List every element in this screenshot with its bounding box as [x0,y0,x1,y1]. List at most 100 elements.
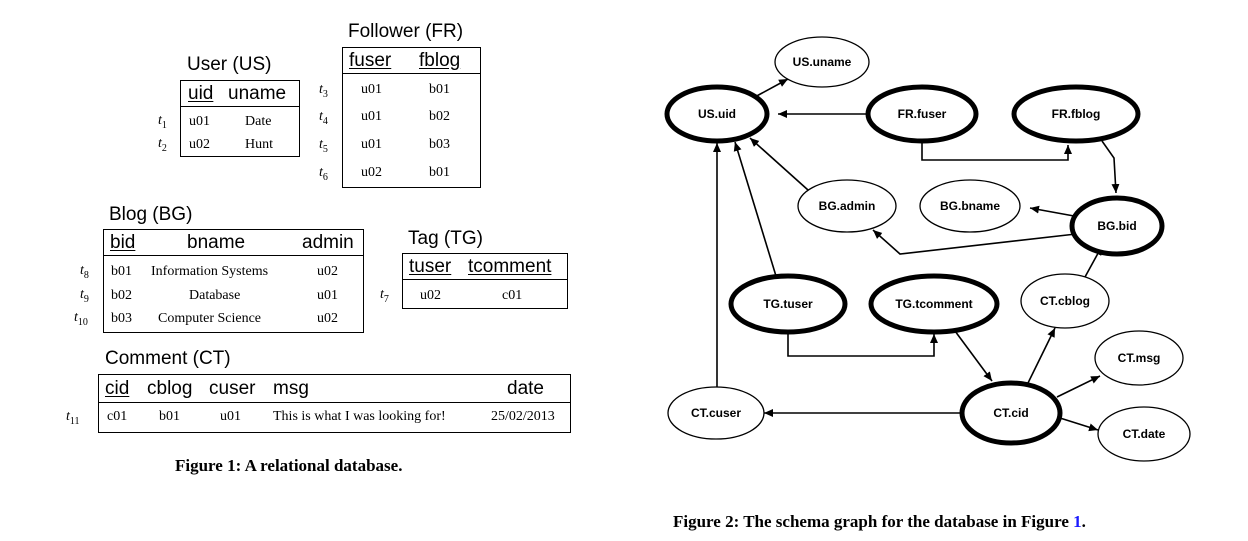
node-fr-fblog: FR.fblog [1011,84,1141,144]
tag-table: tuser tcomment u02 c01 [402,253,568,309]
table-cell: u01 [361,137,382,152]
node-ct-cuser: CT.cuser [667,386,765,440]
node-fr-fuser: FR.fuser [865,84,979,144]
table-header [343,48,480,74]
node-label: BG.admin [819,199,876,213]
node-label: FR.fuser [898,107,947,121]
node-label: BG.bname [940,199,1000,213]
tuple-id: t2 [158,136,167,154]
table-cell: u02 [420,288,441,303]
column-header: tuser [409,256,452,277]
node-label: TG.tuser [763,297,813,311]
column-header: fblog [419,50,461,71]
tuple-id: t9 [80,287,89,305]
schema-graph: US.uname US.uid FR.fuser FR.fblog BG.adm… [664,36,1191,462]
table-cell: u02 [317,311,338,326]
table-cell: u02 [317,264,338,279]
table-cell: b02 [111,288,132,303]
table-cell: b03 [429,137,450,152]
edge-bgbid-bgadmin [872,229,1077,255]
tuple-id: t4 [319,109,328,127]
tuple-id: t7 [380,287,389,305]
node-bg-bname: BG.bname [919,179,1021,233]
edge-ctcid-ctdate [1059,417,1099,432]
table-cell: c01 [107,409,128,424]
table-header [403,254,567,280]
table-cell: u02 [361,165,382,180]
table-header [104,230,363,256]
node-label: CT.cid [993,406,1028,420]
blog-table-title: Blog (BG) [109,204,193,225]
node-us-uid: US.uid [664,84,770,144]
tuple-id: t5 [319,137,328,155]
column-header: cid [105,378,130,399]
blog-table: bid bname admin b01 Information Systems … [103,229,364,333]
table-cell: u01 [361,109,382,124]
table-cell: b02 [429,109,450,124]
column-header: admin [302,232,354,253]
node-label: BG.bid [1097,219,1136,233]
table-cell: This is what I was looking for! [273,409,446,424]
table-cell: Information Systems [151,264,269,279]
follower-table: fuser fblog u01 b01 u01 b02 u01 b03 u02 … [342,47,481,188]
tuple-id: t10 [74,310,88,328]
column-header: bname [187,232,246,253]
node-tg-tcomment: TG.tcomment [868,273,1000,335]
follower-table-title: Follower (FR) [348,21,464,42]
table-cell: Computer Science [158,311,262,326]
edge-frfblog-bgbid [1101,140,1120,194]
node-ct-msg: CT.msg [1094,330,1184,386]
table-cell: u01 [220,409,241,424]
table-cell: b01 [429,82,450,97]
edge-ctcid-ctmsg [1056,375,1101,398]
figure-reference-link[interactable]: 1 [1073,512,1082,531]
node-label: CT.msg [1118,351,1161,365]
node-label: US.uname [793,55,852,69]
edge-tgtcomment-ctcid [954,330,993,382]
edge-tgtuser-tgtcomment [787,332,938,357]
node-ct-date: CT.date [1097,406,1191,462]
table-header [181,81,299,107]
node-label: US.uid [698,107,736,121]
edge-tgtuser-usuid [733,141,777,277]
node-ct-cblog: CT.cblog [1020,273,1110,329]
tuple-id: t8 [80,263,89,281]
figure2-caption: Figure 2: The schema graph for the datab… [673,512,1086,531]
table-cell: 25/02/2013 [491,409,555,424]
column-header: uname [228,83,287,104]
node-us-uname: US.uname [774,36,870,88]
table-cell: b01 [159,409,180,424]
tag-table-title: Tag (TG) [408,228,483,249]
table-cell: Date [245,114,272,129]
node-ct-cid: CT.cid [959,380,1063,446]
tuple-id: t11 [66,409,80,427]
node-bg-bid: BG.bid [1069,195,1165,257]
edge-ctcid-ctcblog [1027,327,1056,384]
column-header: date [507,378,544,399]
table-cell: b03 [111,311,132,326]
column-header: uid [188,83,214,104]
user-table-title: User (US) [187,54,272,75]
edge-bgbid-bgbname [1029,205,1075,217]
comment-table: cid cblog cuser msg date c01 b01 u01 Thi… [98,374,571,433]
edge-bgadmin-usuid [749,137,809,191]
edge-frfuser-frfblog [921,139,1072,161]
column-header: cblog [147,378,193,399]
table-cell: u01 [317,288,338,303]
node-label: TG.tcomment [895,297,972,311]
node-label: CT.cuser [691,406,741,420]
node-label: CT.date [1123,427,1166,441]
table-cell: Database [189,288,241,303]
column-header: tcomment [468,256,552,277]
node-label: CT.cblog [1040,294,1090,308]
comment-table-title: Comment (CT) [105,348,231,369]
table-cell: Hunt [245,137,273,152]
node-bg-admin: BG.admin [797,179,897,233]
tuple-id: t6 [319,165,328,183]
column-header: bid [110,232,136,253]
figure1-caption: Figure 1: A relational database. [175,456,403,475]
table-cell: u01 [361,82,382,97]
column-header: cuser [209,378,256,399]
table-header [99,375,570,403]
column-header: fuser [349,50,392,71]
